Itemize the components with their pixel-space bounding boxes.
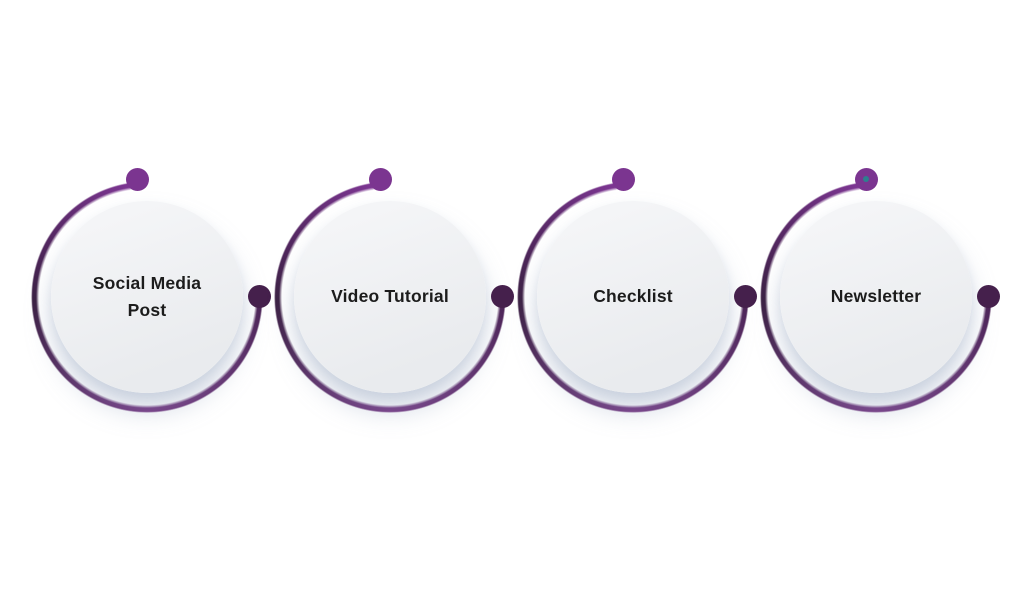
- step-label: Social Media Post: [92, 273, 202, 320]
- step-item-newsletter: Newsletter: [755, 167, 1000, 428]
- step-label: Video Tutorial: [331, 286, 449, 307]
- handle-dot: [863, 176, 869, 182]
- step-circle: Newsletter: [780, 200, 972, 393]
- arc-end-dot: [490, 285, 514, 308]
- arc-end-dot: [733, 285, 757, 308]
- step-label: Checklist: [593, 286, 673, 307]
- arc-end-dot: [976, 285, 1000, 308]
- arc-end-dot: [247, 285, 271, 308]
- step-circle: Video Tutorial: [294, 200, 486, 393]
- steps-row: Social Media Post Video Tutorial Checkli…: [26, 167, 1000, 428]
- step-item-video-tutorial: Video Tutorial: [269, 167, 514, 428]
- arc-start-dot: [125, 167, 149, 191]
- arc-start-dot: [854, 167, 878, 191]
- step-circle: Social Media Post: [51, 200, 243, 393]
- step-item-social-media-post: Social Media Post: [26, 167, 271, 428]
- arc-start-dot: [368, 167, 392, 191]
- arc-start-dot: [611, 167, 635, 191]
- step-item-checklist: Checklist: [512, 167, 757, 428]
- step-circle: Checklist: [537, 200, 729, 393]
- step-label: Newsletter: [830, 286, 922, 307]
